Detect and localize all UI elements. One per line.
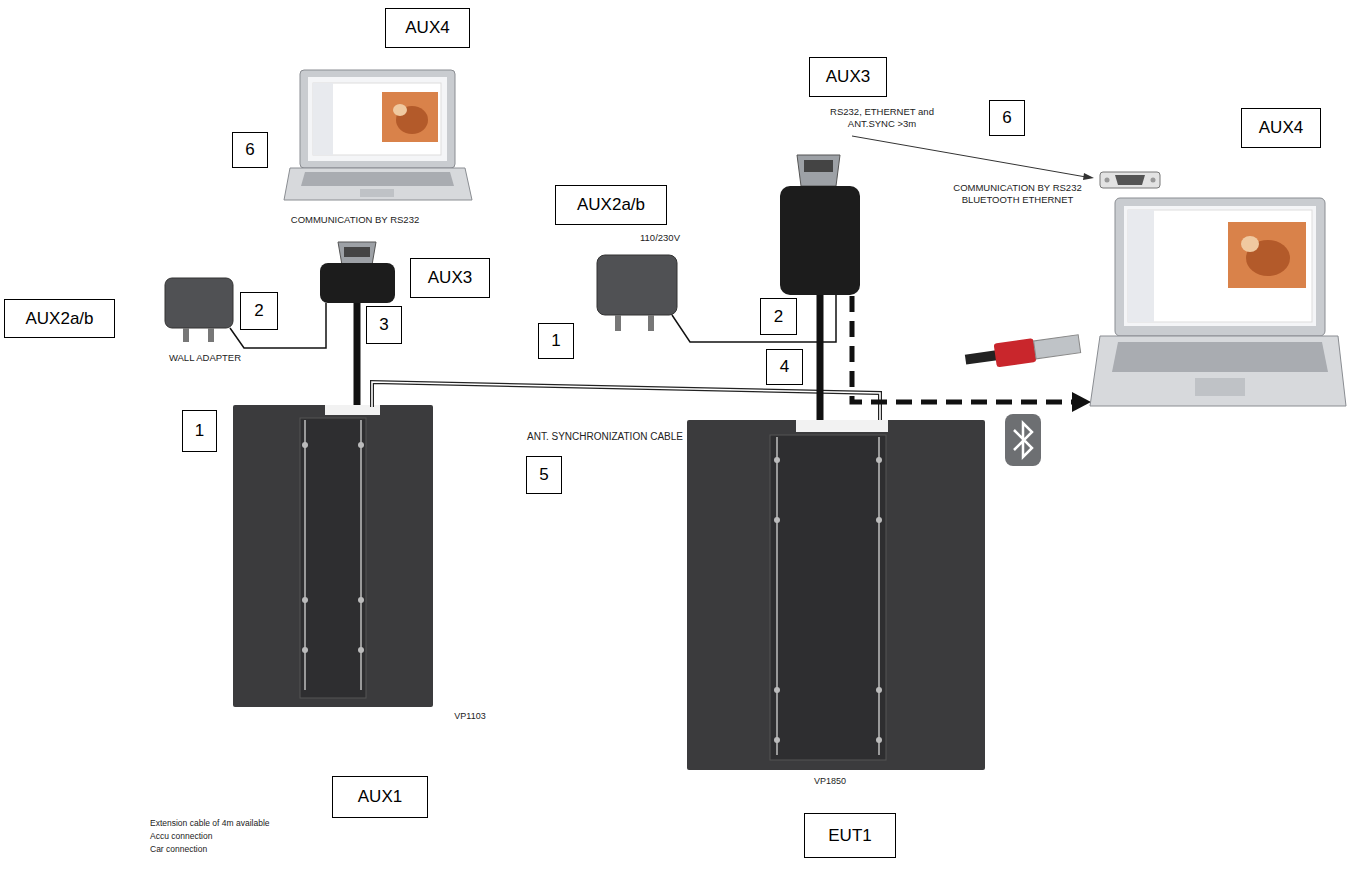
callout-text: AUX3 — [826, 67, 870, 87]
callout-box: 6 — [989, 100, 1025, 136]
callout-text: 1 — [551, 331, 560, 351]
annotation-label: COMMUNICATION BY RS232 — [290, 214, 420, 226]
callout-box: 1 — [182, 410, 217, 452]
callout-box: AUX1 — [332, 776, 428, 818]
bluetooth-icon — [1005, 414, 1041, 466]
wall-adapter — [165, 278, 326, 348]
annotation-label: 110/230V — [627, 232, 693, 244]
callout-text: 2 — [774, 307, 783, 327]
laptop-illustration — [284, 70, 472, 200]
callout-box: AUX4 — [1241, 108, 1321, 148]
annotation-label: VP1103 — [442, 711, 498, 722]
serial-port-icon — [1100, 172, 1160, 188]
ethernet-plug — [964, 332, 1081, 372]
laptop-illustration — [1090, 198, 1346, 406]
annotation-label: ANT. SYNCHRONIZATION CABLE — [490, 431, 720, 444]
callout-box: AUX4 — [385, 8, 470, 48]
callout-box: 1 — [538, 323, 574, 359]
callout-text: AUX4 — [1259, 118, 1303, 138]
callout-box: 6 — [232, 132, 268, 168]
callout-text: 1 — [195, 421, 204, 441]
callout-text: 5 — [539, 465, 548, 485]
vp1850-device — [687, 420, 985, 770]
callout-box: EUT1 — [804, 813, 896, 858]
annotation-label: WALL ADAPTER — [158, 352, 252, 364]
callout-box: 4 — [766, 349, 803, 385]
callout-text: AUX2a/b — [25, 309, 93, 329]
vp1103-device — [233, 405, 433, 707]
callout-text: 2 — [254, 301, 263, 321]
annotation-label: Accu connection — [150, 831, 370, 842]
callout-text: 3 — [379, 315, 388, 335]
callout-text: AUX4 — [405, 18, 449, 38]
callout-box: AUX2a/b — [555, 185, 667, 225]
callout-box: AUX3 — [809, 57, 887, 97]
callout-text: EUT1 — [828, 826, 871, 846]
annotation-label: VP1850 — [802, 776, 858, 787]
callout-text: AUX2a/b — [577, 195, 645, 215]
callout-box: 2 — [760, 298, 797, 335]
annotation-label: Extension cable of 4m available — [150, 818, 370, 829]
callout-box: 2 — [240, 292, 278, 330]
callout-text: 6 — [1002, 108, 1011, 128]
callout-text: AUX1 — [358, 787, 402, 807]
callout-text: 6 — [245, 140, 254, 160]
callout-box: 5 — [526, 456, 562, 494]
dashed-arrow — [852, 296, 1091, 412]
annotation-label: COMMUNICATION BY RS232 BLUETOOTH ETHERNE… — [950, 182, 1085, 206]
leader-arrow — [852, 136, 1094, 180]
callout-box: AUX3 — [410, 258, 490, 298]
annotation-label: Car connection — [150, 844, 370, 855]
sync-cable — [372, 382, 880, 421]
callout-text: 4 — [780, 357, 789, 377]
callout-box: AUX2a/b — [4, 299, 115, 338]
callout-text: AUX3 — [428, 268, 472, 288]
annotation-label: RS232, ETHERNET and ANT.SYNC >3m — [812, 106, 952, 130]
callout-box: 3 — [366, 306, 402, 344]
